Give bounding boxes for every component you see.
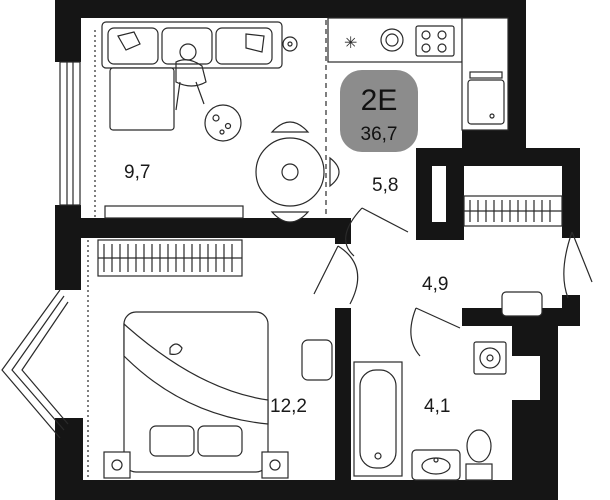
nightstands: [103, 451, 289, 479]
window-bedroom-bay: [1, 289, 69, 439]
doors: [313, 207, 593, 357]
room-area-bedroom: 12,2: [270, 396, 307, 417]
walls: [55, 0, 580, 500]
bed: [123, 311, 269, 473]
armchair: [301, 339, 333, 381]
lamp: [282, 36, 298, 52]
toilet: [465, 429, 493, 481]
tv-stand: [104, 205, 244, 219]
room-area-bathroom: 4,1: [424, 396, 450, 417]
apartment-type: 2E: [361, 84, 398, 117]
sofa: [101, 21, 283, 131]
washing-machine: [473, 341, 507, 375]
room-area-hall: 4,9: [422, 274, 448, 295]
coffee-table: [204, 104, 242, 142]
room-area-kitchen: 5,8: [372, 175, 398, 196]
bedroom-wardrobe: [97, 239, 243, 277]
room-area-living: 9,7: [124, 162, 150, 183]
hall-wardrobe: [463, 195, 563, 227]
hall-bench: [501, 291, 543, 317]
apartment-badge: 2E 36,7: [340, 70, 418, 152]
badge-background: [340, 70, 418, 152]
window-living: [59, 61, 81, 206]
kitchen-counter: ✳: [327, 17, 509, 131]
apartment-total-area: 36,7: [361, 124, 398, 145]
sink: [411, 449, 461, 481]
dining-table: [255, 121, 340, 223]
bathtub: [353, 361, 403, 477]
person-figure: [175, 43, 207, 111]
svg-text:✳: ✳: [344, 33, 357, 52]
